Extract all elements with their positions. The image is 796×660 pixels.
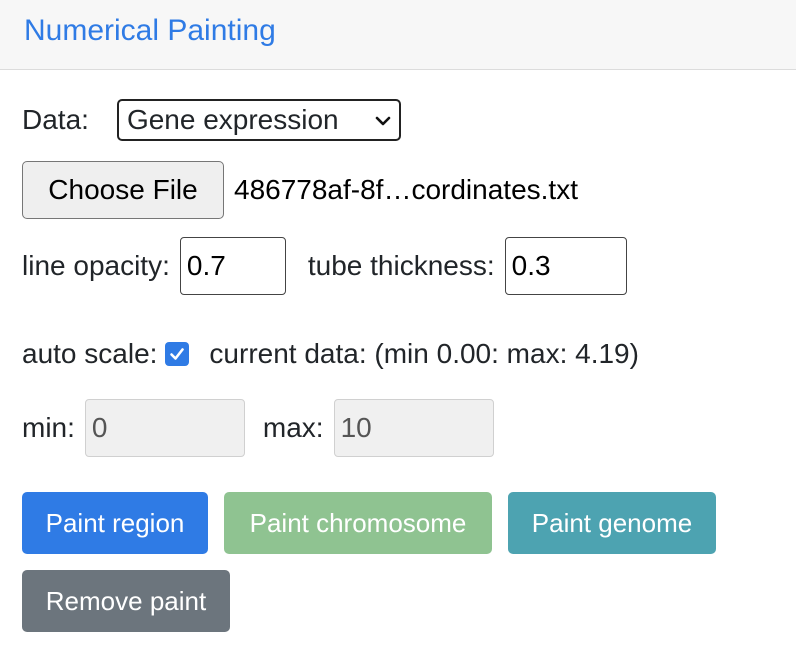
auto-scale-checkbox[interactable] [165,342,190,366]
tube-thickness-label: tube thickness: [307,250,495,281]
line-opacity-label: line opacity: [22,250,170,281]
data-label: Data: [22,104,89,135]
min-label: min: [22,412,75,443]
checkmark-icon [170,348,185,360]
chevron-down-icon [375,116,391,126]
choose-file-button[interactable]: Choose File [22,161,224,219]
auto-scale-row: auto scale: current data: (min 0.00: max… [22,334,639,374]
paint-genome-button[interactable]: Paint genome [508,492,716,554]
data-select[interactable]: Gene expression [116,99,401,141]
paint-chromosome-button[interactable]: Paint chromosome [224,492,492,554]
data-select-value: Gene expression [126,104,339,135]
paint-region-button[interactable]: Paint region [22,492,208,554]
current-data-text: current data: (min 0.00: max: 4.19) [209,338,639,369]
auto-scale-label: auto scale: [22,338,158,369]
panel-title: Numerical Painting [24,14,276,47]
file-name: 486778af-8f…cordinates.txt [234,174,578,205]
opacity-row: line opacity: 0.7 tube thickness: 0.3 [22,236,627,296]
min-input[interactable]: 0 [84,399,245,457]
tube-thickness-input[interactable]: 0.3 [504,237,627,295]
min-max-row: min: 0 max: 10 [22,398,494,458]
data-row: Data: Gene expression [22,98,401,142]
panel-header: Numerical Painting [0,0,796,70]
max-label: max: [262,412,324,443]
max-input[interactable]: 10 [333,399,494,457]
file-row: Choose File 486778af-8f…cordinates.txt [22,160,578,220]
remove-paint-button[interactable]: Remove paint [22,570,230,632]
line-opacity-input[interactable]: 0.7 [179,237,286,295]
